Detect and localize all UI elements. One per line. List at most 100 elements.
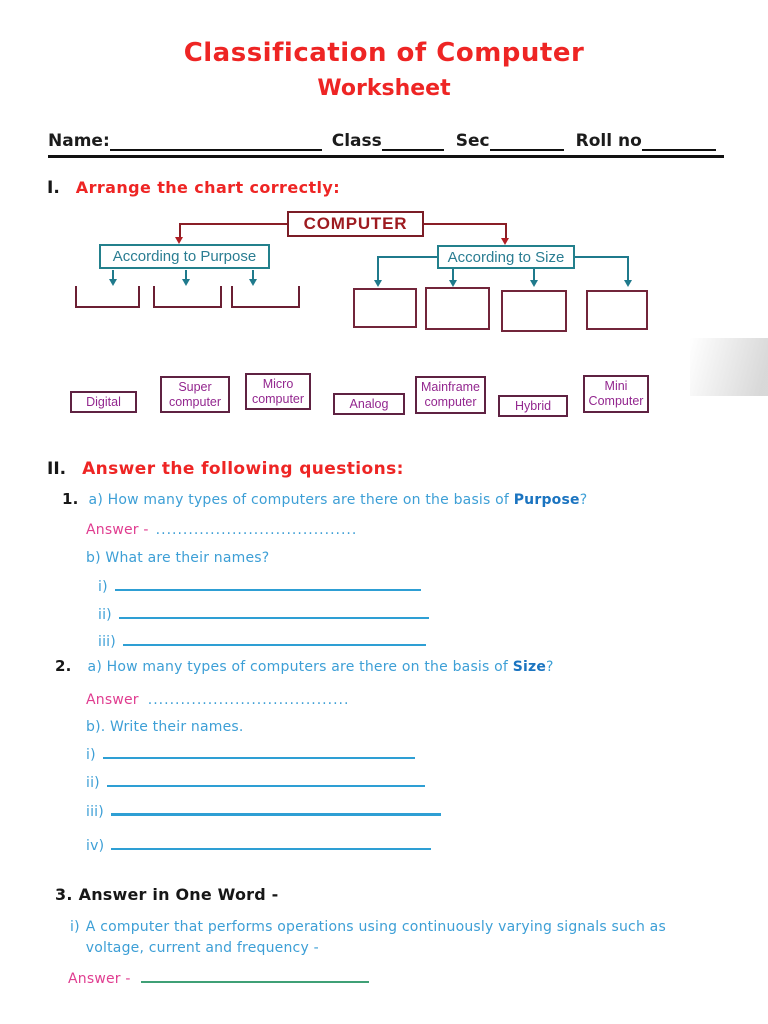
question1-number: 1. <box>62 490 79 508</box>
question2-item-row: iv) <box>86 836 768 856</box>
question2-a-prefix: a) How many types of computers are there… <box>87 659 513 676</box>
question3-heading: 3. Answer in One Word - <box>55 884 768 906</box>
connector-right-horizontal <box>424 223 506 225</box>
chart-root-box: COMPUTER <box>287 211 424 237</box>
empty-slot-purpose-3 <box>231 286 300 308</box>
question2-item-row: iii) <box>86 801 768 822</box>
connector-left-vertical <box>179 223 181 237</box>
size-right-elbow-vertical <box>627 256 629 280</box>
classification-chart: COMPUTER According to Purpose According … <box>0 200 768 453</box>
purpose-arrow-line-1 <box>112 270 114 279</box>
connector-right-vertical <box>505 223 507 238</box>
question1-answer-row: Answer - ...............................… <box>86 521 768 540</box>
section1-numeral: I. <box>47 178 60 198</box>
empty-slot-size-2 <box>425 287 490 330</box>
page-title: Classification of Computer <box>183 38 585 68</box>
question3-title: Answer in One Word - <box>78 884 279 904</box>
question1-item-row: iii) <box>98 632 768 652</box>
class-blank <box>381 135 444 151</box>
section2-heading: II. Answer the following questions: <box>47 459 768 479</box>
size-arrowhead-3 <box>530 280 538 287</box>
question2-item-label: i) <box>86 747 96 764</box>
question1-a: 1. a) How many types of computers are th… <box>62 489 768 510</box>
question2-item-label: ii) <box>86 774 100 791</box>
page-subtitle: Worksheet <box>317 76 451 101</box>
question3-text: A computer that performs operations usin… <box>85 919 666 957</box>
label-tile-mainframe-computer: Mainframe computer <box>415 376 486 414</box>
question1-item-row: ii) <box>98 605 768 625</box>
size-arrow-line-2 <box>452 269 454 280</box>
question2-answer-label: Answer <box>86 692 139 709</box>
question3-answer-blank <box>140 969 369 984</box>
sec-blank <box>489 135 564 151</box>
section2-numeral: II. <box>47 459 67 479</box>
question1-b: b) What are their names? <box>86 549 270 566</box>
size-arrowhead-2 <box>449 280 457 287</box>
empty-slot-purpose-2 <box>153 286 222 308</box>
question2-item-blank <box>110 801 441 816</box>
student-info-row: Name: Class Sec Roll no <box>48 131 724 158</box>
section2-title: Answer the following questions: <box>82 459 404 479</box>
question1-item-label: iii) <box>98 634 116 651</box>
label-tile-super-computer: Super computer <box>160 376 230 413</box>
question2-item-row: i) <box>86 745 768 765</box>
size-arrowhead-4 <box>624 280 632 287</box>
label-tile-mini-computer: Mini Computer <box>583 375 649 413</box>
connector-left-horizontal <box>180 223 287 225</box>
empty-slot-size-1 <box>353 288 417 328</box>
question2-a-keyword: Size <box>512 659 547 676</box>
question2-b: b). Write their names. <box>86 719 244 736</box>
question1-item-row: i) <box>98 577 768 597</box>
label-tile-analog: Analog <box>333 393 405 415</box>
empty-slot-size-3 <box>501 290 567 332</box>
section1-heading: I. Arrange the chart correctly: <box>47 178 768 198</box>
rollno-label: Roll no <box>575 131 642 151</box>
scan-shadow <box>690 338 768 396</box>
chart-branch-size-box: According to Size <box>437 245 575 269</box>
question1-item-blank <box>122 632 426 647</box>
question2-answer-row: Answer .................................… <box>86 691 768 710</box>
purpose-arrow-line-3 <box>252 270 254 279</box>
purpose-arrowhead-1 <box>109 279 117 286</box>
question1-item-blank <box>118 605 429 619</box>
class-label: Class <box>331 131 382 151</box>
question1-a-keyword: Purpose <box>513 492 580 508</box>
label-tile-micro-computer: Micro computer <box>245 373 311 410</box>
question2-item-blank <box>111 836 432 850</box>
question1-a-qmark: ? <box>579 492 588 508</box>
question2-a-text: a) How many types of computers are there… <box>88 658 554 677</box>
question3-answer-label: Answer - <box>68 971 131 988</box>
question1-item-label: i) <box>98 578 108 595</box>
sec-label: Sec <box>455 131 490 151</box>
question1-item-label: ii) <box>98 606 112 623</box>
question2-a-qmark: ? <box>546 659 554 676</box>
question2-answer-dots: ..................................... <box>147 692 350 709</box>
rollno-blank <box>641 135 716 151</box>
question2-number: 2. <box>55 657 72 676</box>
size-left-elbow-horizontal <box>378 256 437 258</box>
arrow-to-size <box>501 238 509 245</box>
question3-answer-row: Answer - <box>68 969 768 989</box>
size-arrow-line-3 <box>533 269 535 280</box>
name-label: Name: <box>48 131 110 151</box>
question2-item-blank <box>102 745 415 760</box>
question1-a-text: a) How many types of computers are there… <box>89 491 588 510</box>
label-tile-hybrid: Hybrid <box>498 395 568 417</box>
chart-branch-purpose-box: According to Purpose <box>99 244 270 269</box>
question2-item-label: iv) <box>86 837 105 854</box>
question2-item-blank <box>106 773 425 787</box>
section1-title: Arrange the chart correctly: <box>75 178 341 197</box>
question1-item-blank <box>114 577 421 591</box>
purpose-arrowhead-2 <box>182 279 190 286</box>
empty-slot-size-4 <box>586 290 648 330</box>
arrow-to-purpose <box>175 237 183 244</box>
question2-a: 2. a) How many types of computers are th… <box>55 656 768 677</box>
question2-item-label: iii) <box>86 803 104 820</box>
size-arrowhead-1 <box>374 280 382 287</box>
label-tile-digital: Digital <box>70 391 137 413</box>
question2-item-row: ii) <box>86 773 768 793</box>
question3-number: 3. <box>55 884 73 904</box>
question3-item-label: i) <box>70 919 80 936</box>
empty-slot-purpose-1 <box>75 286 140 308</box>
